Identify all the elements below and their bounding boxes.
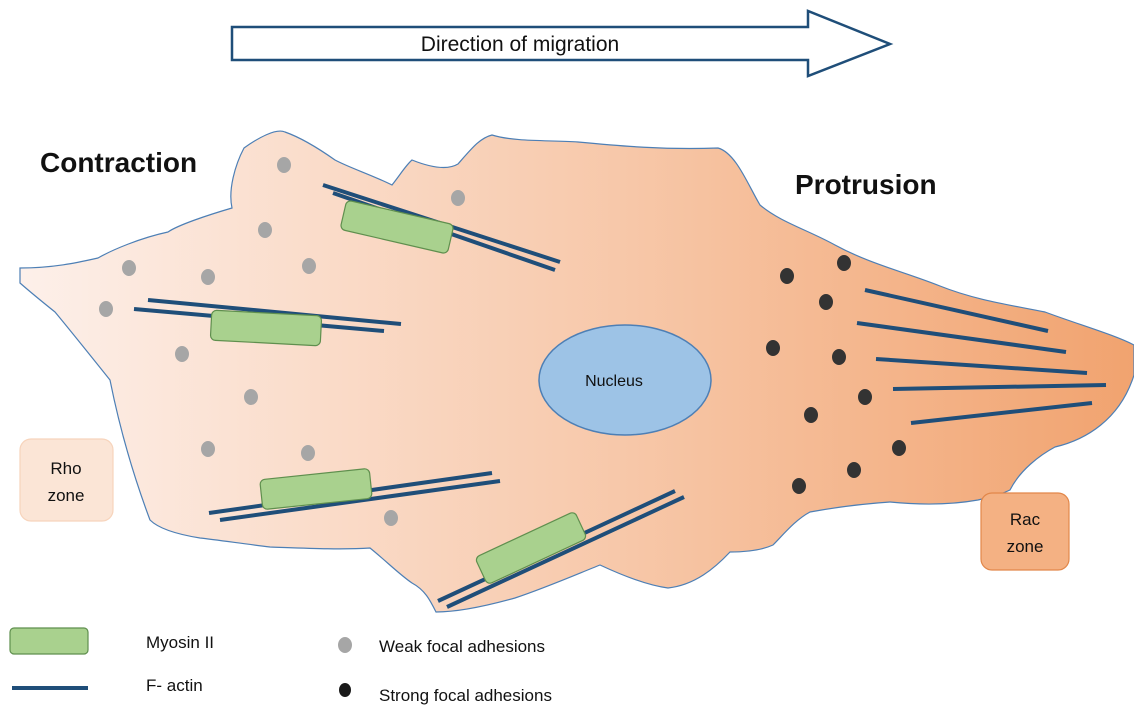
weak-adhesion: [277, 157, 291, 173]
legend: Myosin II F- actin Weak focal adhesions …: [10, 628, 552, 705]
legend-strong-label: Strong focal adhesions: [379, 686, 552, 705]
legend-actin-label: F- actin: [146, 676, 203, 695]
weak-adhesion: [201, 441, 215, 457]
protrusion-heading: Protrusion: [795, 169, 937, 200]
strong-adhesion: [858, 389, 872, 405]
strong-adhesion: [892, 440, 906, 456]
direction-arrow: Direction of migration: [232, 11, 890, 76]
strong-adhesion: [819, 294, 833, 310]
strong-adhesion: [792, 478, 806, 494]
weak-adhesion: [384, 510, 398, 526]
strong-adhesion: [804, 407, 818, 423]
weak-adhesion: [301, 445, 315, 461]
rho-zone: Rho zone: [20, 439, 113, 521]
weak-adhesion: [451, 190, 465, 206]
contraction-heading: Contraction: [40, 147, 197, 178]
weak-adhesion: [244, 389, 258, 405]
rho-zone-line1: Rho: [50, 459, 81, 478]
legend-weak-label: Weak focal adhesions: [379, 637, 545, 656]
weak-adhesion: [99, 301, 113, 317]
weak-adhesion: [201, 269, 215, 285]
arrow-label: Direction of migration: [421, 33, 619, 56]
strong-adhesion: [766, 340, 780, 356]
strong-adhesion: [832, 349, 846, 365]
nucleus-label: Nucleus: [585, 373, 643, 390]
weak-adhesion: [122, 260, 136, 276]
strong-adhesion: [847, 462, 861, 478]
legend-strong-swatch: [339, 683, 351, 697]
weak-adhesion: [302, 258, 316, 274]
weak-adhesion: [258, 222, 272, 238]
weak-adhesion: [175, 346, 189, 362]
legend-weak-swatch: [338, 637, 352, 653]
nucleus: Nucleus: [539, 325, 711, 435]
myosin-filament: [210, 310, 321, 346]
rho-zone-line2: zone: [48, 486, 85, 505]
rac-zone: Rac zone: [981, 493, 1069, 570]
rac-zone-line1: Rac: [1010, 510, 1041, 529]
legend-myosin-swatch: [10, 628, 88, 654]
strong-adhesion: [780, 268, 794, 284]
legend-myosin-label: Myosin II: [146, 633, 214, 652]
strong-adhesion: [837, 255, 851, 271]
rac-zone-line2: zone: [1007, 537, 1044, 556]
